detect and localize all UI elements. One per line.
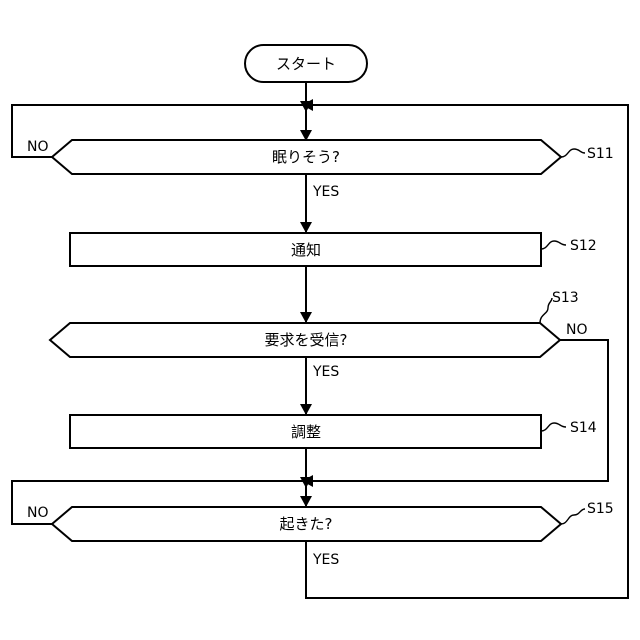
decision-s13-label: 要求を受信?: [265, 331, 348, 349]
s12-step-id: S12: [570, 238, 597, 254]
process-s14-label: 調整: [291, 423, 321, 441]
s13-leader: [540, 298, 552, 323]
decision-s11-label: 眠りそう?: [272, 148, 340, 166]
s15-no-label: NO: [27, 505, 49, 521]
s15-leader: [561, 509, 585, 524]
s15-yes-label: YES: [312, 552, 339, 568]
s13-step-id: S13: [552, 290, 579, 306]
start-label: スタート: [276, 55, 336, 73]
s12-leader: [541, 241, 566, 249]
process-s12-label: 通知: [291, 241, 321, 259]
s14-step-id: S14: [570, 420, 597, 436]
branch-s13-no: [306, 340, 608, 481]
s11-step-id: S11: [587, 146, 614, 162]
arrowhead: [300, 312, 312, 323]
s11-leader: [561, 149, 585, 157]
arrowhead: [300, 496, 312, 507]
s11-yes-label: YES: [312, 184, 339, 200]
s13-no-label: NO: [566, 322, 588, 338]
arrowhead: [300, 222, 312, 233]
s11-no-label: NO: [27, 139, 49, 155]
s14-leader: [541, 423, 566, 431]
arrowhead: [300, 404, 312, 415]
s13-yes-label: YES: [312, 364, 339, 380]
decision-s15-label: 起きた?: [280, 515, 333, 533]
s15-step-id: S15: [587, 501, 614, 517]
